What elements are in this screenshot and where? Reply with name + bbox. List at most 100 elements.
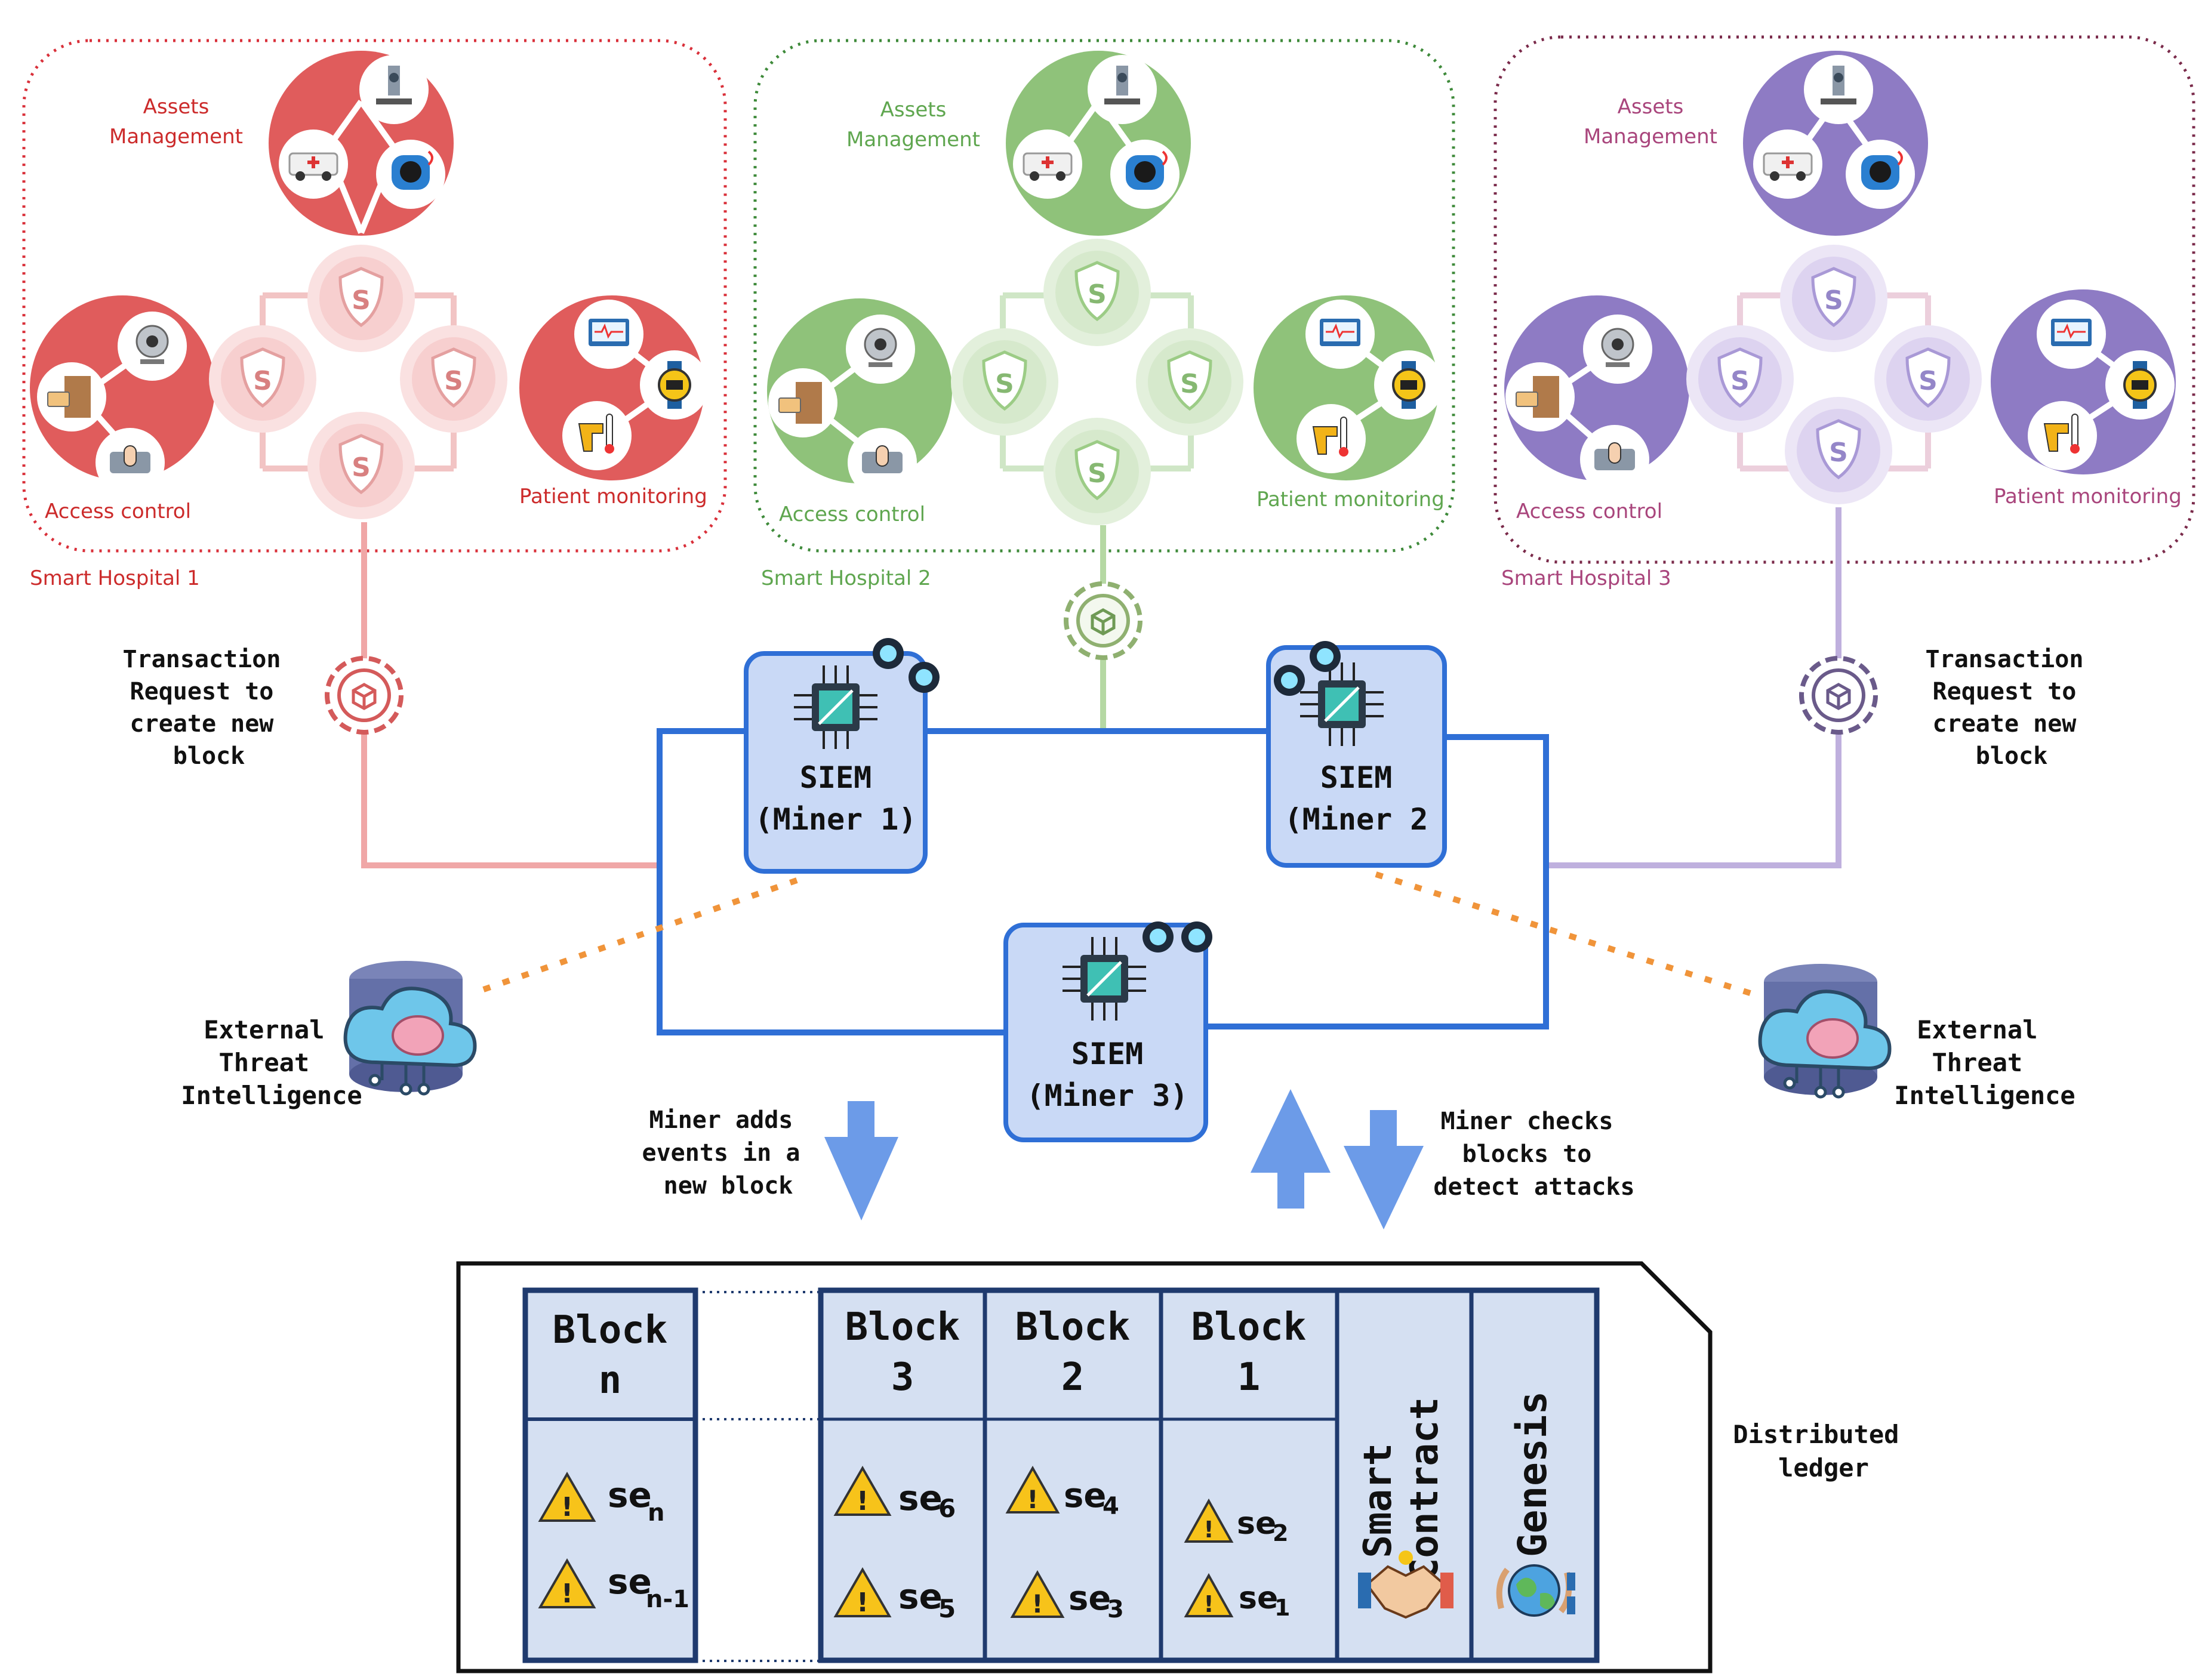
access-control-label: Access control	[779, 503, 925, 526]
thermometer-gun-icon	[1297, 404, 1366, 473]
thermometer-gun-icon	[2028, 401, 2097, 470]
svg-text:se: se	[898, 1478, 943, 1518]
hospital-1-name: Smart Hospital 1	[30, 566, 200, 590]
distributed-ledger-label: Distributed ledger	[1733, 1420, 1914, 1482]
binoculars-icon	[1143, 921, 1212, 952]
down-arrow-icon	[1344, 1110, 1424, 1229]
shield-node-bottom: S	[1043, 418, 1151, 525]
svg-text:!: !	[1031, 1589, 1043, 1619]
svg-text:!: !	[1027, 1485, 1038, 1514]
binoculars-icon	[1274, 641, 1341, 696]
shield-node-top: S	[307, 245, 415, 352]
svg-text:!: !	[1203, 1591, 1214, 1617]
gear-icon	[325, 656, 404, 735]
database-brain-cloud-icon	[343, 961, 477, 1096]
svg-text:1: 1	[1274, 1595, 1290, 1621]
svg-text:se: se	[1064, 1476, 1106, 1515]
threat-intel-left: External Threat Intelligence	[181, 961, 477, 1110]
gear-icon	[1799, 656, 1878, 735]
siem-miner-1: SIEM(Miner 1)	[744, 638, 940, 874]
svg-text:2: 2	[1273, 1520, 1288, 1546]
svg-text:3: 3	[1107, 1596, 1124, 1623]
globe-hands-icon	[1496, 1564, 1575, 1617]
genesis-block: Genesis	[1496, 1391, 1575, 1617]
patient-monitoring-label: Patient monitoring	[1257, 488, 1445, 511]
threat-intel-right: External Threat Intelligence	[1758, 964, 2075, 1110]
shield-node-bottom: S	[307, 412, 415, 519]
shield-node-left: S	[951, 328, 1058, 436]
svg-text:S: S	[1088, 279, 1107, 310]
warning-icon: !	[1005, 1465, 1060, 1514]
warning-icon: !	[833, 1567, 892, 1618]
binoculars-icon	[873, 638, 940, 693]
access-control-label: Access control	[1516, 500, 1662, 523]
processor-chip-icon	[1063, 937, 1146, 1021]
transaction-request-left: Transaction Request to create new block	[123, 646, 295, 770]
access-control-label: Access control	[45, 500, 191, 523]
svg-text:S: S	[352, 452, 371, 483]
svg-text:S: S	[1824, 285, 1843, 316]
svg-text:S: S	[1088, 458, 1107, 489]
warning-icon: !	[538, 1558, 596, 1609]
database-brain-cloud-icon	[1758, 964, 1892, 1099]
svg-text:S: S	[1918, 366, 1938, 396]
shield-node-right: S	[1136, 328, 1243, 436]
processor-chip-icon	[1300, 662, 1384, 746]
warning-icon: !	[1184, 1498, 1234, 1543]
warning-icon: !	[1184, 1573, 1234, 1617]
hospital-3-name: Smart Hospital 3	[1501, 566, 1671, 590]
svg-text:se: se	[1239, 1580, 1278, 1616]
shield-node-top: S	[1043, 239, 1151, 346]
svg-text:!: !	[561, 1492, 573, 1522]
svg-text:S: S	[1829, 437, 1848, 468]
patient-monitoring-label: Patient monitoring	[1994, 485, 2182, 508]
svg-text:Smart Contract: Smart Contract	[1356, 1397, 1447, 1581]
hospital-1-link	[361, 522, 660, 868]
svg-text:SIEM(Miner 2: SIEM(Miner 2	[1285, 760, 1428, 837]
gear-icon	[1064, 581, 1143, 660]
svg-text:S: S	[444, 366, 463, 396]
siem-miner-2: SIEM(Miner 2	[1266, 641, 1447, 868]
siem-miner-3: SIEM(Miner 3)	[1003, 921, 1212, 1142]
svg-text:se: se	[608, 1475, 652, 1515]
warning-icon: !	[833, 1465, 892, 1516]
down-arrow-icon	[824, 1101, 898, 1220]
svg-text:!: !	[561, 1579, 573, 1609]
svg-text:se: se	[1068, 1579, 1111, 1618]
svg-text:!: !	[1203, 1516, 1214, 1543]
svg-text:4: 4	[1103, 1493, 1119, 1520]
svg-text:SIEM(Miner 3): SIEM(Miner 3)	[1027, 1037, 1188, 1113]
hospital-3-link	[1546, 507, 1841, 868]
svg-text:n-1: n-1	[646, 1586, 689, 1613]
warning-icon: !	[538, 1471, 596, 1522]
svg-text:S: S	[352, 285, 371, 316]
svg-text:S: S	[1730, 366, 1750, 396]
processor-chip-icon	[794, 665, 877, 749]
hospital-1-boundary	[22, 39, 727, 553]
svg-text:se: se	[1237, 1506, 1276, 1542]
thermometer-gun-icon	[562, 401, 632, 470]
svg-text:se: se	[898, 1576, 943, 1617]
svg-text:External Threat In: External Threat Intelligence	[1894, 1015, 2075, 1110]
miner-network	[657, 728, 1549, 1035]
handshake-icon	[1358, 1550, 1453, 1619]
shield-node-top: S	[1780, 245, 1887, 352]
warning-icon: !	[1010, 1570, 1065, 1619]
shield-node-left: S	[209, 325, 316, 433]
svg-text:se: se	[608, 1561, 652, 1602]
svg-text:S: S	[995, 369, 1014, 399]
threat-intel-links	[470, 871, 1753, 997]
shield-node-right: S	[1874, 325, 1982, 433]
svg-text:External Threat In: External Threat Intelligence	[181, 1015, 362, 1110]
miner-checks-label: Miner checks blocks to detect attacks	[1433, 1108, 1634, 1201]
